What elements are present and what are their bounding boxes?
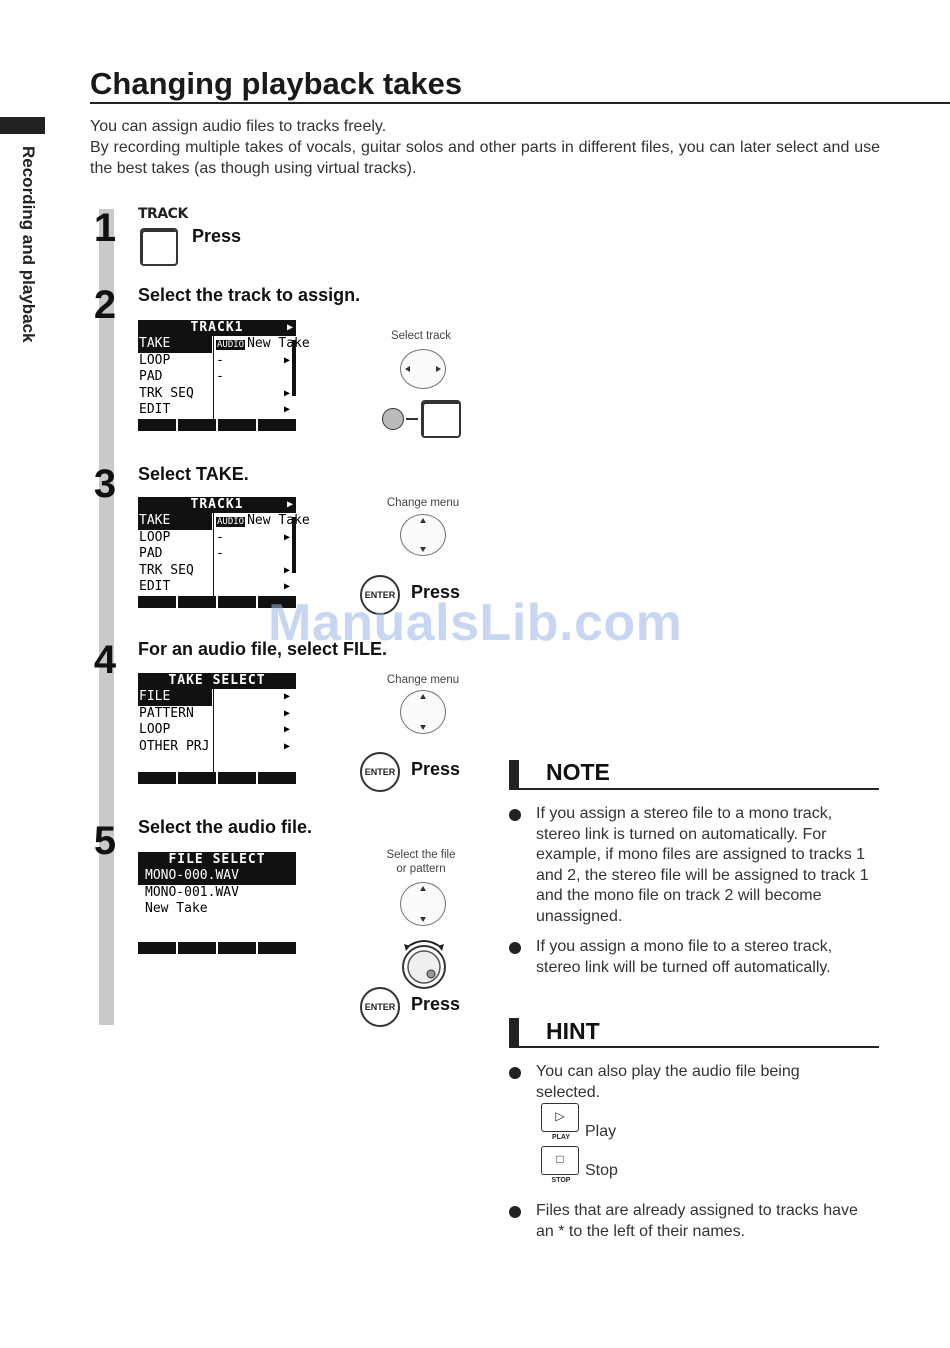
track-status-led-icon <box>382 408 404 430</box>
value-dial-icon[interactable] <box>398 934 450 990</box>
lcd-header: TAKE SELECT <box>168 673 266 688</box>
step-2-number: 2 <box>93 283 117 327</box>
lcd-take-select-screen: TAKE SELECT FILE▶ PATTERN▶ LOOP▶ OTHER P… <box>138 673 296 784</box>
lcd-footer <box>138 595 296 608</box>
connector-line <box>406 418 418 420</box>
right-arrow-icon: ▶ <box>286 322 294 333</box>
track-key-icon[interactable] <box>140 228 178 266</box>
stop-label: Stop <box>585 1162 618 1179</box>
lcd-row: New Take <box>145 901 208 916</box>
hint-item-1: You can also play the audio file being s… <box>536 1063 800 1101</box>
step-1-press-label: Press <box>192 226 242 246</box>
lcd-scrollbar <box>292 517 296 573</box>
intro-line-2: By recording multiple takes of vocals, g… <box>90 139 880 177</box>
lcd-row: TRK SEQ▶ <box>139 385 290 402</box>
lcd-row: PAD- <box>139 369 224 386</box>
lcd-scrollbar <box>292 340 296 396</box>
play-key-label: PLAY <box>551 1134 571 1141</box>
stop-key-label: STOP <box>551 1177 571 1184</box>
watermark: ManualsLib.com <box>268 594 683 652</box>
note-head-bar <box>509 760 519 790</box>
lcd-row: PATTERN▶ <box>139 705 290 722</box>
lcd-row: EDIT▶ <box>139 579 290 596</box>
play-key-icon[interactable]: ▷ <box>541 1103 579 1132</box>
step-5-caption-line-2: or pattern <box>396 863 446 875</box>
lcd-header: FILE SELECT <box>168 852 266 867</box>
cursor-dial-icon[interactable] <box>400 882 446 926</box>
enter-key-icon[interactable]: ENTER <box>360 987 400 1027</box>
step-3-title: Select TAKE. <box>138 464 249 484</box>
play-label: Play <box>585 1123 617 1140</box>
lcd-row: LOOP-▶ <box>139 352 290 369</box>
track-select-key-icon[interactable] <box>421 400 461 438</box>
intro-line-1: You can assign audio files to tracks fre… <box>90 118 387 135</box>
hint-heading: HINT <box>546 1018 600 1044</box>
step-4-number: 4 <box>93 638 117 682</box>
lcd-row <box>138 755 296 772</box>
step-3-caption: Change menu <box>386 497 460 509</box>
lcd-row: FILE▶ <box>138 689 290 706</box>
step-4-caption: Change menu <box>386 674 460 686</box>
title-rule <box>90 102 950 104</box>
bullet-icon <box>509 942 521 954</box>
step-5-title: Select the audio file. <box>138 817 313 837</box>
hint-rule <box>509 1046 879 1048</box>
stop-key-icon[interactable]: □ <box>541 1146 579 1175</box>
cursor-dial-icon[interactable] <box>400 514 446 556</box>
step-5-caption-line-1: Select the file <box>386 849 456 861</box>
bullet-icon <box>509 1067 521 1079</box>
step-4-press-label: Press <box>411 759 461 779</box>
lcd-row: LOOP▶ <box>139 722 290 739</box>
enter-key-icon[interactable]: ENTER <box>360 752 400 792</box>
step-5-caption: Select the file or pattern <box>378 848 464 876</box>
cursor-dial-icon[interactable] <box>400 349 446 389</box>
track-key-label: TRACK <box>138 206 188 222</box>
step-5-press-label: Press <box>411 994 461 1014</box>
lcd-file-select-screen: FILE SELECT MONO-000.WAV MONO-001.WAV Ne… <box>138 852 296 954</box>
page-title: Changing playback takes <box>90 66 463 101</box>
enter-key-icon[interactable]: ENTER <box>360 575 400 615</box>
intro-text: You can assign audio files to tracks fre… <box>90 116 880 179</box>
step-5-number: 5 <box>93 819 117 863</box>
note-rule <box>509 788 879 790</box>
lcd-row: LOOP-▶ <box>139 529 290 546</box>
hint-head-bar <box>509 1018 519 1048</box>
step-3-press-label: Press <box>411 582 461 602</box>
lcd-header: TRACK1 <box>190 320 244 335</box>
step-2-title: Select the track to assign. <box>138 285 361 305</box>
right-arrow-icon: ▶ <box>286 499 294 510</box>
step-2-caption: Select track <box>390 330 452 342</box>
side-tab-marker <box>0 117 45 134</box>
lcd-row: TRK SEQ▶ <box>139 562 290 579</box>
lcd-row: PAD- <box>139 546 224 563</box>
lcd-row: MONO-000.WAV <box>138 868 296 885</box>
cursor-dial-icon[interactable] <box>400 690 446 734</box>
note-item-2: If you assign a mono file to a stereo tr… <box>536 938 833 976</box>
lcd-row: MONO-001.WAV <box>145 884 239 900</box>
lcd-header: TRACK1 <box>190 497 244 512</box>
step-4-title: For an audio file, select FILE. <box>138 639 388 659</box>
lcd-row: OTHER PRJ▶ <box>139 738 290 755</box>
note-item-1: If you assign a stereo file to a mono tr… <box>536 805 869 925</box>
lcd-row <box>138 934 296 942</box>
side-section-label: Recording and playback <box>19 146 38 343</box>
lcd-row: EDIT▶ <box>139 402 290 419</box>
note-heading: NOTE <box>546 759 610 785</box>
step-3-number: 3 <box>93 462 117 506</box>
steps-bar <box>99 209 114 1025</box>
lcd-footer <box>138 418 296 431</box>
lcd-footer <box>138 771 296 784</box>
lcd-row <box>138 918 296 935</box>
bullet-icon <box>509 809 521 821</box>
bullet-icon <box>509 1206 521 1218</box>
lcd-footer <box>138 942 296 954</box>
hint-item-2: Files that are already assigned to track… <box>536 1202 858 1240</box>
step-1-number: 1 <box>93 206 117 250</box>
